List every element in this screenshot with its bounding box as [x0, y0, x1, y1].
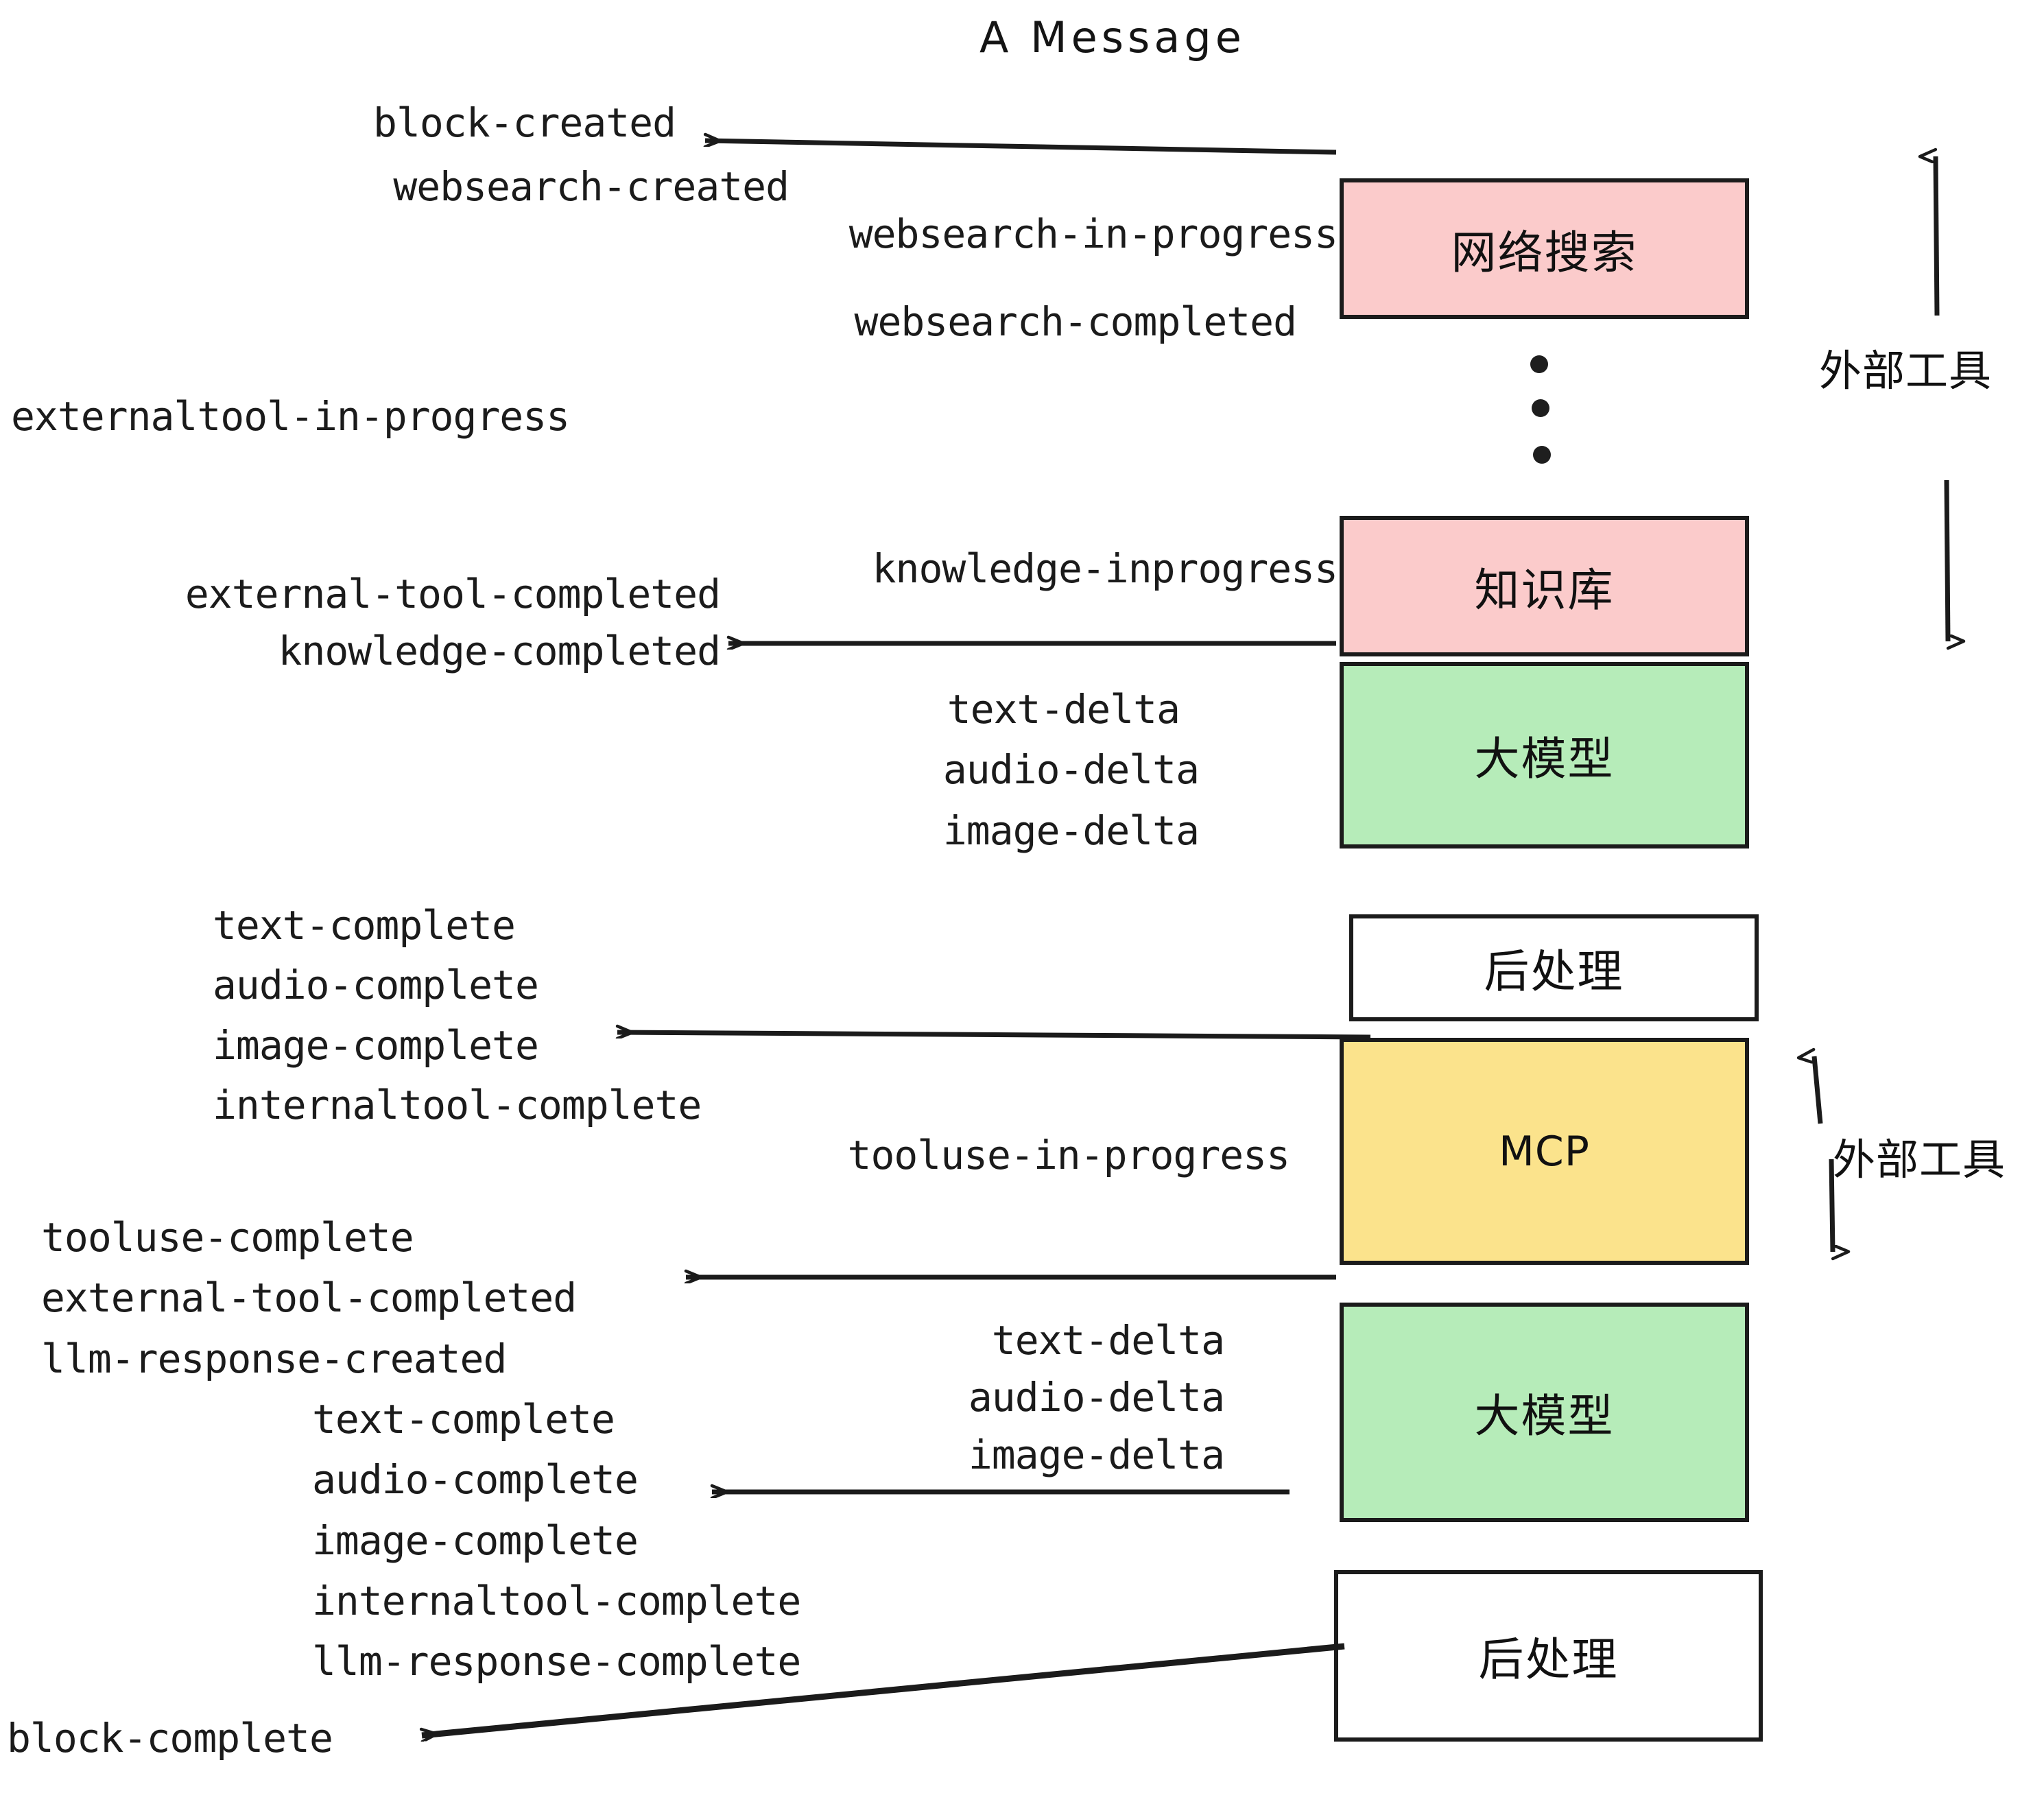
event-label-image-delta-1: image-delta — [942, 807, 1200, 854]
node-label: 后处理 — [1484, 945, 1624, 998]
event-label-externaltool-in-progress: externaltool-in-progress — [11, 393, 570, 440]
event-label-knowledge-completed: knowledge-completed — [278, 628, 721, 674]
event-label-text-complete-1: text-complete — [213, 902, 516, 949]
event-label-websearch-completed: websearch-completed — [854, 298, 1297, 345]
event-label-external-tool-completed-2: external-tool-completed — [41, 1274, 577, 1321]
event-label-block-created: block-created — [373, 99, 676, 146]
event-label-text-delta-1: text-delta — [947, 686, 1180, 733]
node-llm-2: 大模型 — [1340, 1303, 1749, 1522]
side-label-external-tools-top: 外部工具 — [1819, 346, 1993, 396]
node-label: 大模型 — [1474, 733, 1615, 785]
event-label-image-delta-2: image-delta — [968, 1432, 1225, 1478]
ellipsis-dot — [1530, 355, 1548, 373]
event-label-block-complete: block-complete — [7, 1715, 333, 1761]
event-label-llm-response-created: llm-response-created — [41, 1336, 507, 1382]
ellipsis-dot — [1533, 446, 1551, 464]
node-label: MCP — [1499, 1127, 1590, 1176]
event-label-websearch-in-progress: websearch-in-progress — [848, 211, 1338, 257]
node-post-1: 后处理 — [1349, 914, 1759, 1021]
bracket-external-tools-top-up — [1936, 156, 1940, 316]
event-label-image-complete-2: image-complete — [312, 1517, 639, 1564]
event-label-internaltool-complete-1: internaltool-complete — [213, 1082, 702, 1128]
event-label-websearch-created: websearch-created — [393, 163, 789, 210]
node-label: 大模型 — [1474, 1390, 1615, 1443]
event-label-image-complete-1: image-complete — [213, 1022, 539, 1069]
arrow-websearch-to-block-created — [705, 141, 1337, 155]
node-knowledge: 知识库 — [1340, 516, 1749, 656]
event-label-audio-delta-1: audio-delta — [942, 746, 1200, 793]
event-label-text-delta-2: text-delta — [991, 1317, 1225, 1364]
node-mcp: MCP — [1340, 1038, 1749, 1265]
side-label-external-tools-bottom: 外部工具 — [1833, 1135, 2006, 1185]
ellipsis-dot — [1532, 399, 1549, 417]
event-label-internaltool-complete-2: internaltool-complete — [312, 1578, 801, 1624]
event-label-llm-response-complete: llm-response-complete — [312, 1638, 801, 1685]
page-title: A Message — [979, 12, 1246, 62]
arrow-llm1-to-image-complete — [617, 1032, 1371, 1040]
node-label: 后处理 — [1478, 1633, 1619, 1686]
bracket-external-tools-top-down — [1944, 479, 1948, 641]
event-label-audio-complete-1: audio-complete — [213, 962, 539, 1008]
node-llm-1: 大模型 — [1340, 662, 1749, 848]
event-label-audio-complete-2: audio-complete — [312, 1456, 639, 1503]
event-label-tooluse-complete: tooluse-complete — [41, 1214, 414, 1261]
event-label-text-complete-2: text-complete — [312, 1396, 615, 1443]
node-label: 知识库 — [1474, 563, 1615, 617]
event-label-tooluse-in-progress: tooluse-in-progress — [847, 1132, 1290, 1178]
event-label-audio-delta-2: audio-delta — [968, 1374, 1225, 1421]
node-post-2: 后处理 — [1334, 1570, 1763, 1742]
bracket-external-tools-bottom-up — [1814, 1056, 1823, 1124]
node-label: 网络搜索 — [1451, 226, 1638, 279]
event-label-external-tool-completed-1: external-tool-completed — [185, 571, 721, 617]
event-label-knowledge-inprogress: knowledge-inprogress — [872, 545, 1338, 592]
node-websearch: 网络搜索 — [1340, 178, 1749, 319]
